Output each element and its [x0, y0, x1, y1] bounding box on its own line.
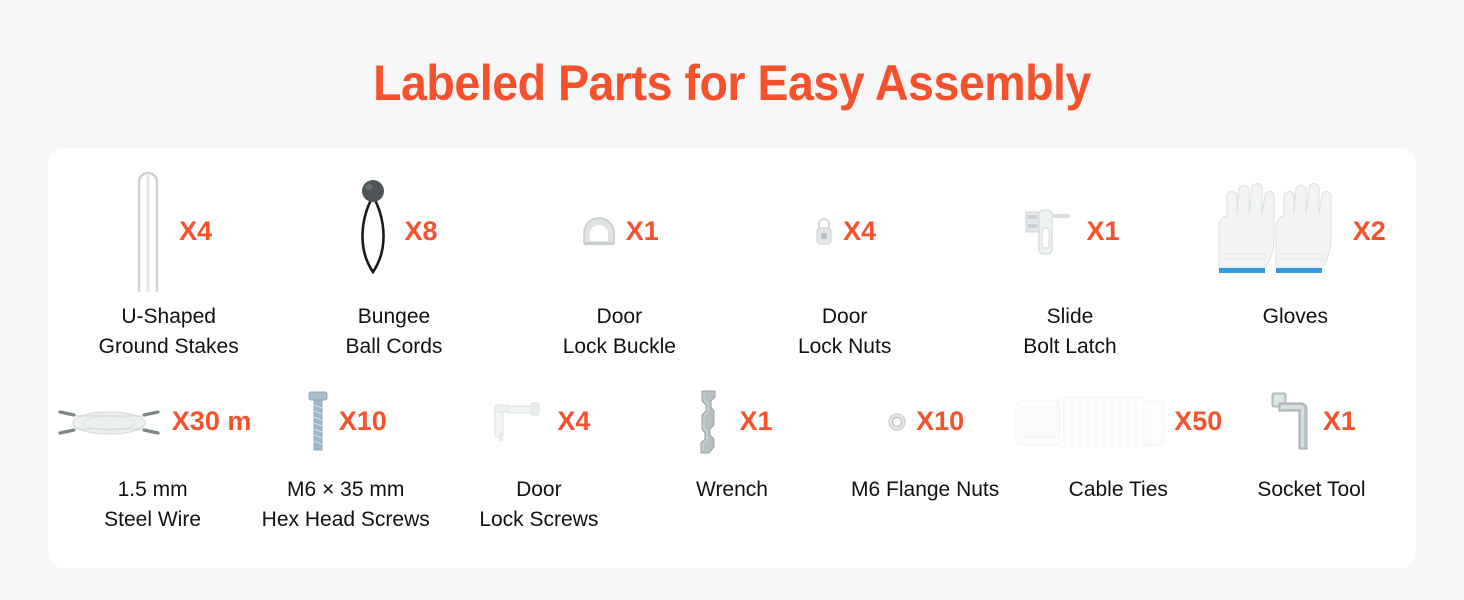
part-label: M6 Flange Nuts — [851, 477, 1000, 501]
part-label: Gloves — [1262, 305, 1328, 328]
part-item-cable-ties[interactable]: X50 Cable Ties — [1015, 379, 1222, 558]
part-quantity: X8 — [404, 215, 438, 246]
icon-qty-cluster: X4 — [487, 379, 590, 465]
door-lock-screw-icon — [487, 399, 549, 445]
part-item-slide-bolt-latch[interactable]: X1 Slide Bolt Latch — [957, 166, 1182, 379]
icon-qty-cluster: X1 — [580, 166, 659, 296]
part-label: Bungee Ball Cords — [345, 305, 443, 358]
flange-nut-icon — [886, 411, 908, 433]
slide-bolt-latch-icon — [1020, 202, 1078, 260]
icon-qty-cluster: X10 — [305, 379, 387, 465]
icon-qty-cluster: X4 — [813, 166, 876, 296]
socket-tool-icon — [1267, 389, 1315, 455]
part-label: Slide Bolt Latch — [1023, 305, 1117, 358]
part-label: Door Lock Nuts — [797, 305, 892, 358]
icon-qty-cluster: X1 — [1020, 166, 1119, 296]
part-quantity: X1 — [739, 406, 773, 437]
icon-qty-cluster: X8 — [350, 166, 438, 296]
part-item-u-shaped-ground-stakes[interactable]: X4 U-Shaped Ground Stakes — [56, 166, 281, 379]
icon-qty-cluster: X30 m — [54, 379, 252, 465]
part-label: Cable Ties — [1068, 477, 1168, 501]
part-quantity: X1 — [625, 215, 659, 246]
part-label: Wrench — [696, 477, 768, 501]
part-label: U-Shaped Ground Stakes — [98, 305, 239, 358]
part-item-gloves[interactable]: X2 Gloves — [1183, 166, 1408, 379]
part-item-hex-head-screws[interactable]: X10 M6 × 35 mm Hex Head Screws — [249, 379, 442, 558]
part-quantity: X1 — [1086, 215, 1120, 246]
part-quantity: X4 — [557, 406, 591, 437]
icon-qty-cluster: X4 — [125, 166, 212, 296]
part-quantity: X10 — [338, 406, 387, 437]
part-label: Door Lock Screws — [479, 477, 599, 531]
part-item-bungee-ball-cords[interactable]: X8 Bungee Ball Cords — [281, 166, 506, 379]
part-quantity: X1 — [1322, 406, 1356, 437]
part-item-door-lock-nuts[interactable]: X4 Door Lock Nuts — [732, 166, 957, 379]
part-item-flange-nuts[interactable]: X10 M6 Flange Nuts — [829, 379, 1022, 558]
hex-head-screw-icon — [305, 389, 331, 455]
part-item-door-lock-screws[interactable]: X4 Door Lock Screws — [442, 379, 635, 558]
icon-qty-cluster: X1 — [1267, 379, 1356, 465]
part-label: 1.5 mm Steel Wire — [104, 477, 201, 531]
part-quantity: X4 — [843, 215, 877, 246]
parts-row-2: X30 m 1.5 mm Steel Wire — [56, 379, 1408, 558]
bungee-ball-cord-icon — [350, 176, 396, 286]
icon-qty-cluster: X10 — [886, 379, 964, 465]
part-item-socket-tool[interactable]: X1 Socket Tool — [1215, 379, 1408, 558]
part-quantity: X30 m — [171, 406, 252, 437]
part-label: Door Lock Buckle — [562, 305, 676, 358]
icon-qty-cluster: X1 — [691, 379, 773, 465]
parts-card: X4 U-Shaped Ground Stakes X8 Bun — [48, 148, 1416, 568]
part-item-wrench[interactable]: X1 Wrench — [635, 379, 828, 558]
gloves-icon — [1205, 176, 1345, 286]
u-shaped-ground-stake-icon — [125, 168, 171, 294]
part-item-steel-wire[interactable]: X30 m 1.5 mm Steel Wire — [54, 379, 252, 558]
part-quantity: X50 — [1174, 406, 1223, 437]
part-quantity: X4 — [179, 215, 213, 246]
part-quantity: X2 — [1352, 215, 1386, 246]
icon-qty-cluster: X2 — [1205, 166, 1386, 296]
part-item-door-lock-buckle[interactable]: X1 Door Lock Buckle — [507, 166, 732, 379]
wrench-icon — [691, 387, 731, 457]
cable-ties-icon — [1014, 391, 1166, 453]
parts-row-1: X4 U-Shaped Ground Stakes X8 Bun — [56, 166, 1408, 379]
part-label: Socket Tool — [1257, 477, 1366, 501]
door-lock-nut-icon — [813, 215, 835, 247]
page-title: Labeled Parts for Easy Assembly — [373, 55, 1091, 111]
steel-wire-coil-icon — [54, 402, 164, 442]
door-lock-buckle-icon — [580, 215, 618, 247]
part-quantity: X10 — [916, 406, 965, 437]
icon-qty-cluster: X50 — [1014, 379, 1222, 465]
part-label: M6 × 35 mm Hex Head Screws — [261, 477, 430, 531]
